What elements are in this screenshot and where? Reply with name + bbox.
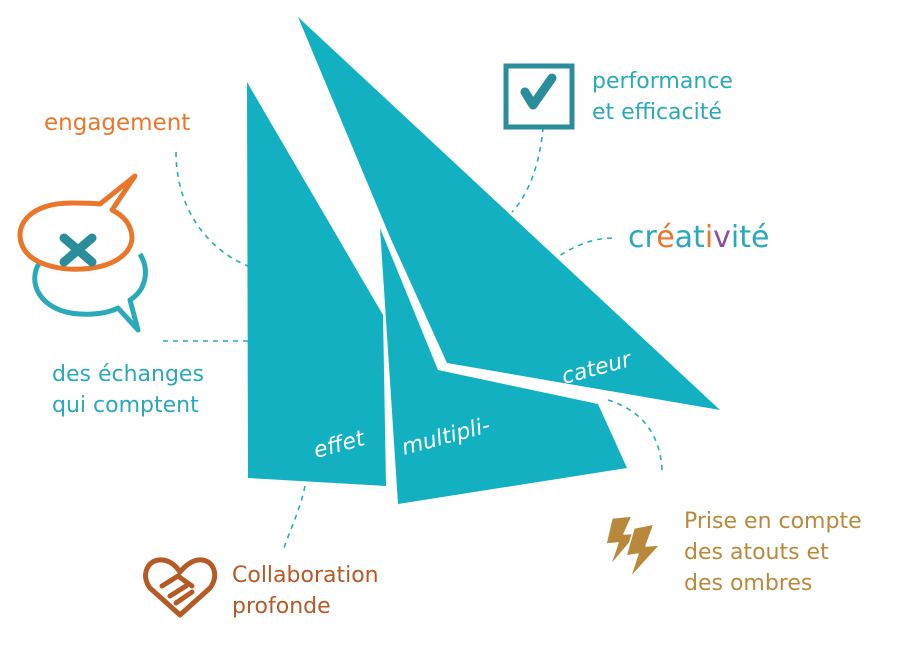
creativite-letter: t — [739, 220, 752, 255]
creativite-letter: i — [704, 220, 714, 255]
connector-collaboration — [283, 485, 306, 549]
sail-middle — [380, 228, 627, 504]
label-engagement: engagement — [44, 110, 191, 136]
label-performance: performance et efficacité — [592, 69, 733, 125]
creativite-letter: r — [644, 220, 657, 255]
connector-creativite — [555, 237, 613, 259]
connector-prise — [607, 399, 663, 471]
creativite-letter: v — [713, 220, 731, 255]
sail-left — [247, 82, 386, 486]
creativite-letter: t — [693, 220, 705, 255]
lightning-icon — [605, 515, 661, 579]
sail-right — [298, 17, 720, 410]
label-prise: Prise en compte des atouts et des ombres — [684, 509, 862, 596]
label-creativite: créativité — [628, 220, 770, 255]
creativite-letter: a — [674, 220, 694, 255]
heart-handshake-icon — [143, 557, 218, 618]
connector-performance — [511, 126, 544, 213]
creativite-letter: i — [730, 220, 740, 255]
connector-engagement — [175, 151, 261, 271]
checkbox-check-icon — [503, 63, 575, 130]
creativite-letter: é — [656, 220, 675, 255]
creativite-letter: c — [628, 220, 645, 255]
label-echanges: des échanges qui comptent — [52, 362, 204, 418]
creativite-letter: é — [751, 220, 770, 255]
label-collaboration: Collaboration profonde — [232, 563, 379, 619]
speech-bubbles-icon — [17, 173, 148, 333]
